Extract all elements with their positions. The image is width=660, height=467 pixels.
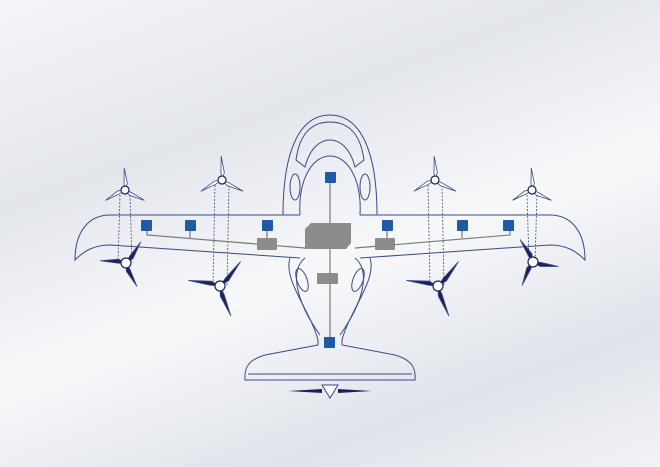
rotor-hub	[527, 256, 539, 268]
pusher-propeller	[288, 384, 372, 399]
controller-tail	[324, 337, 335, 348]
rotor-hub	[217, 175, 227, 185]
lower-lift-rotor-4	[519, 239, 559, 286]
rotor-blade	[406, 280, 439, 287]
upper-lift-rotor-2	[200, 155, 244, 192]
rotor-hub	[120, 257, 132, 269]
wing-outline	[74, 214, 586, 262]
rotor-blade	[437, 285, 450, 317]
rotor-hub	[527, 185, 537, 195]
rotor-hub	[214, 280, 226, 292]
lower-lift-rotor-2	[188, 261, 241, 317]
nacelle-3	[427, 184, 445, 286]
rear-window-left	[295, 268, 309, 292]
power-unit-right	[375, 238, 395, 250]
central-power-unit	[305, 223, 351, 249]
rotor-blade	[433, 155, 438, 181]
window-right	[359, 173, 371, 201]
upper-lift-rotor-1	[105, 167, 145, 201]
power-unit-left	[257, 238, 277, 250]
rotor-hub	[120, 185, 130, 195]
fuselage-rear-inner	[296, 257, 364, 336]
controller-4	[382, 220, 393, 231]
upper-lift-rotor-4	[512, 167, 552, 201]
nacelle-2	[212, 184, 230, 286]
nacelle-4	[526, 194, 538, 263]
fuselage-inner-outline	[299, 155, 361, 216]
controller-nose	[325, 172, 336, 183]
controller-3	[262, 220, 273, 231]
nacelle-1	[117, 194, 133, 263]
lower-lift-rotor-3	[406, 261, 459, 317]
rotor-blade	[219, 261, 241, 287]
wiring-harness	[146, 177, 511, 342]
controller-6	[503, 220, 514, 231]
power-unit-rear	[317, 273, 338, 284]
rotor-hub	[430, 175, 440, 185]
rotor-blade	[437, 261, 459, 287]
rear-window-right	[351, 268, 365, 292]
controller-2	[185, 220, 196, 231]
rotor-blade	[200, 179, 223, 192]
lower-lift-rotor-1	[100, 241, 142, 287]
rotor-hub	[432, 280, 444, 292]
controller-5	[457, 220, 468, 231]
rotor-blade	[221, 179, 244, 192]
tail-outline	[244, 344, 416, 381]
upper-lift-rotor-3	[413, 155, 457, 192]
rotor-blade	[413, 179, 436, 192]
fuselage-front-outline	[282, 114, 378, 216]
rotor-blade	[188, 280, 221, 287]
window-left	[289, 173, 301, 201]
canopy-inner-outline	[295, 121, 365, 168]
rotor-blade	[434, 179, 457, 192]
rotor-blade	[220, 155, 225, 181]
rotor-blade	[219, 285, 232, 317]
controller-1	[141, 220, 152, 231]
